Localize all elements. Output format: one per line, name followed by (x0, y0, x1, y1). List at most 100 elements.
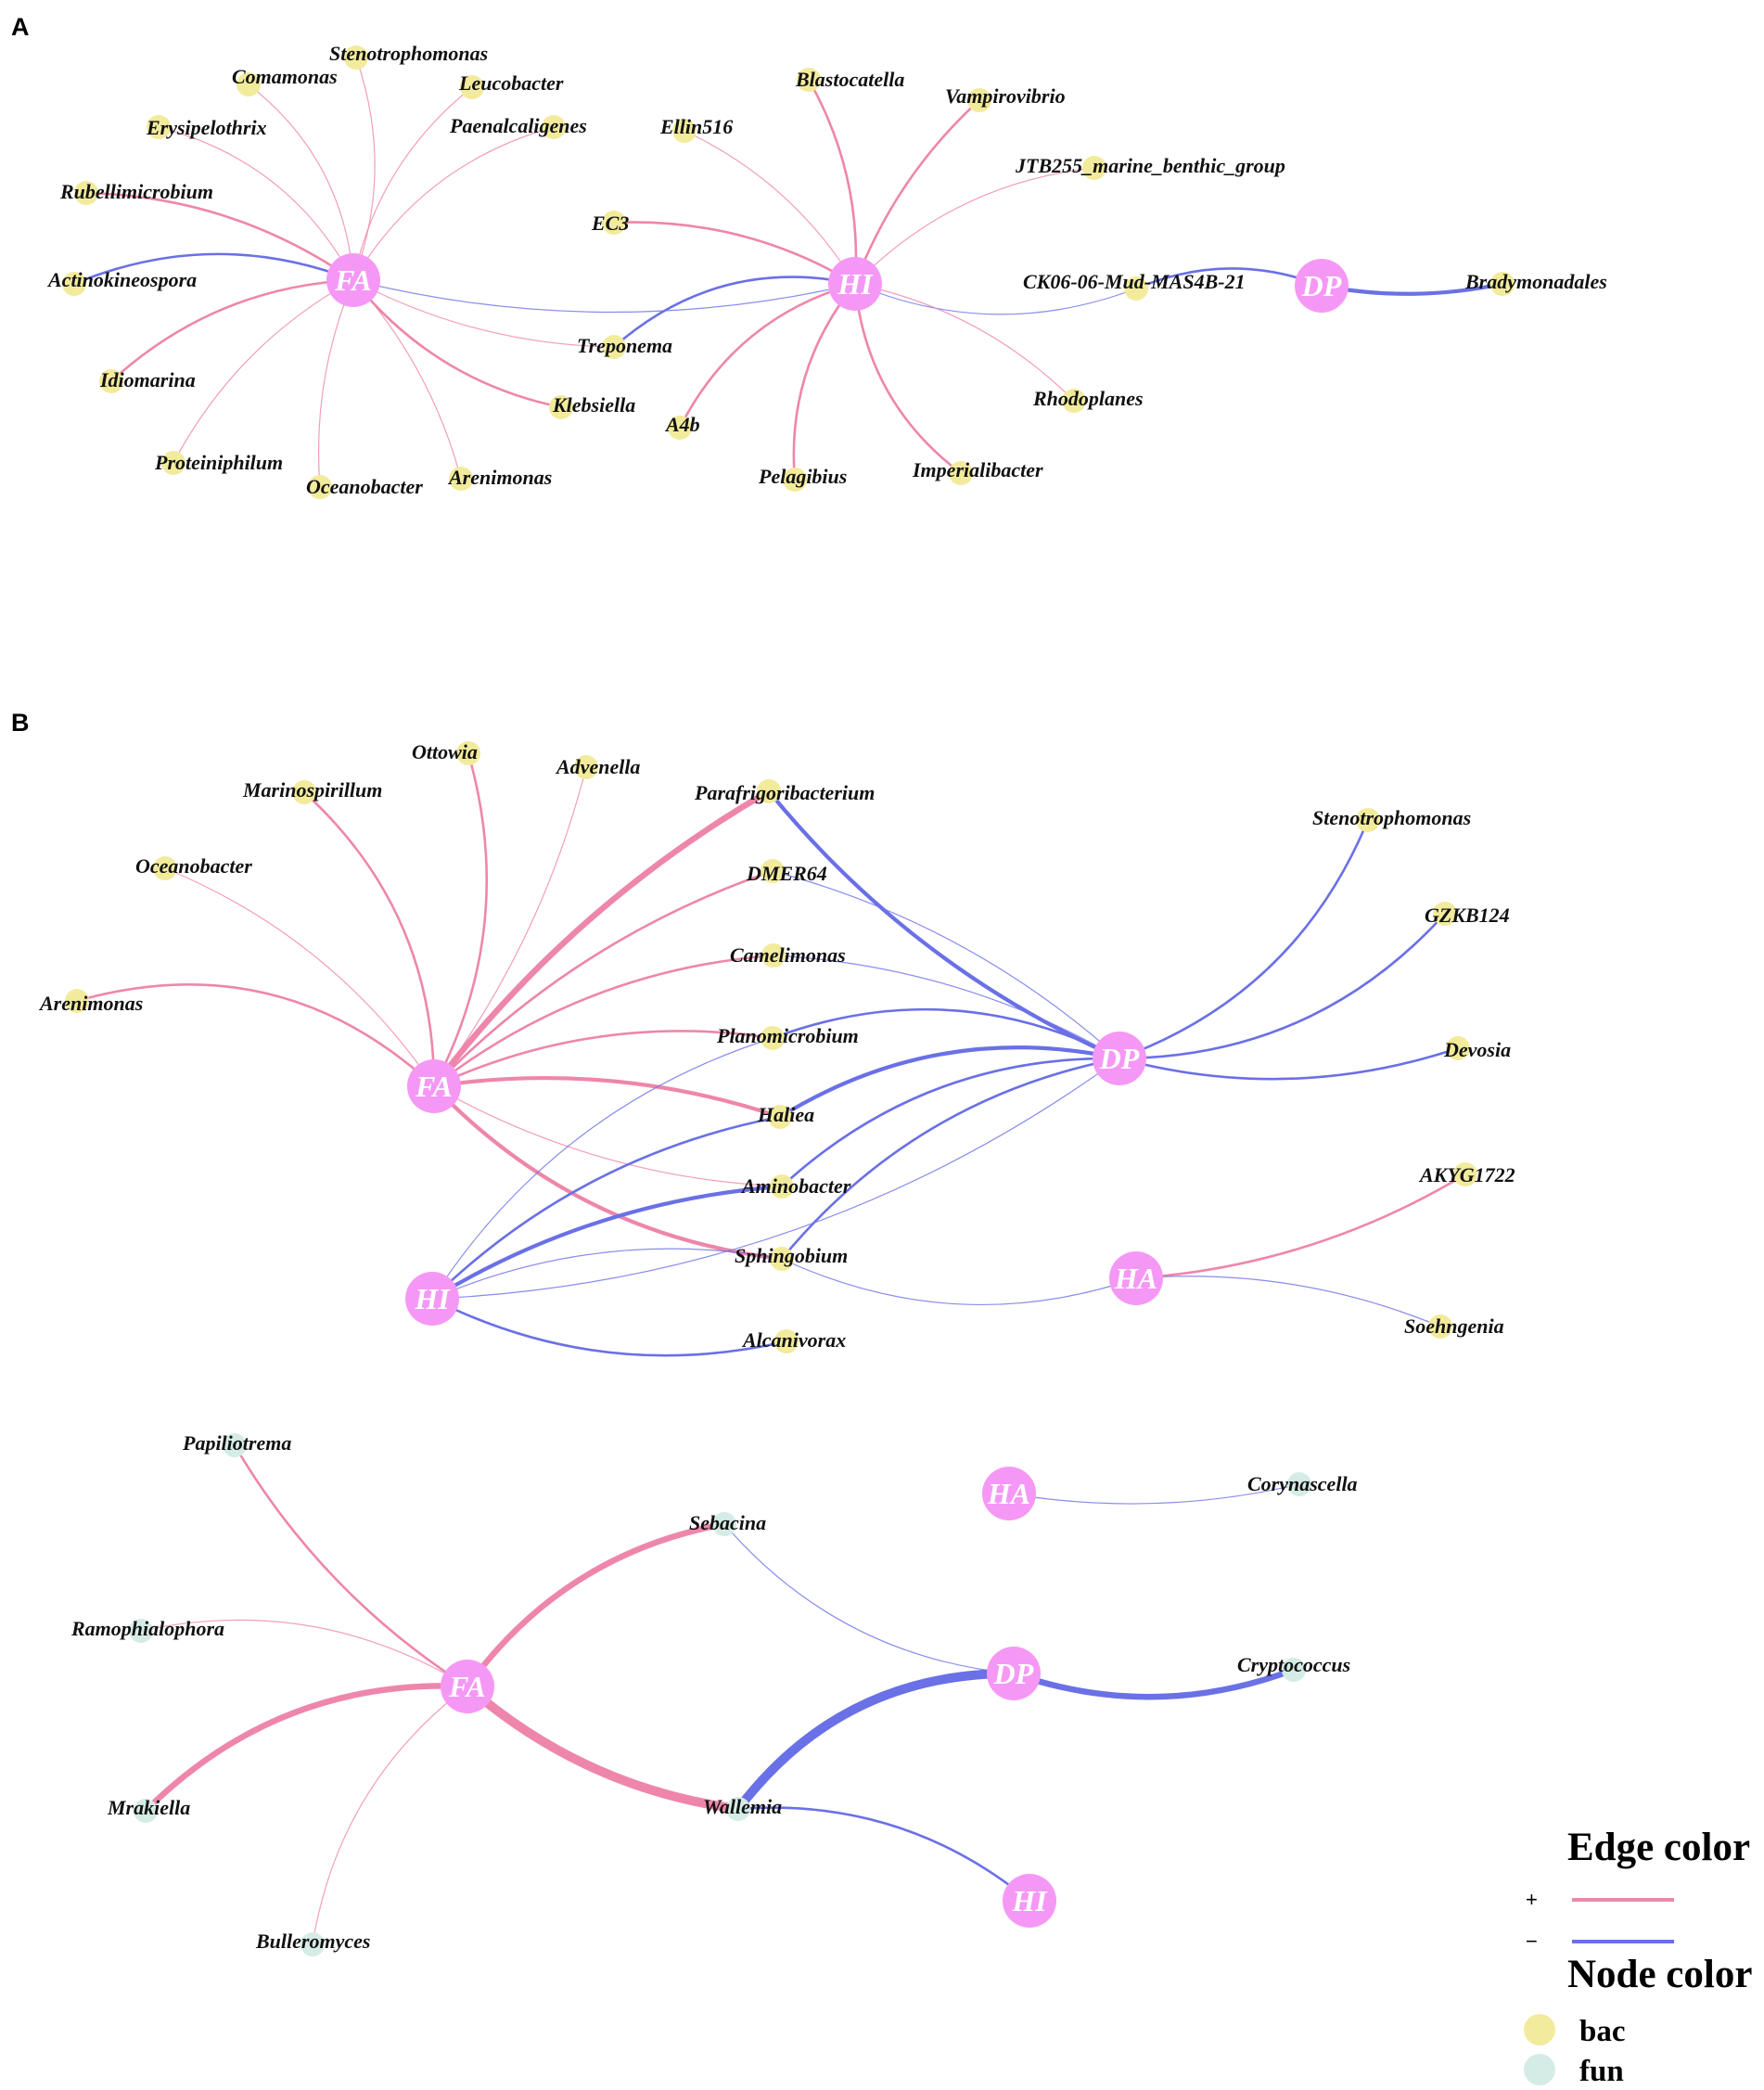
legend-node-swatch-fun (1524, 2054, 1555, 2085)
taxon-label-b10: Haliea (757, 1103, 814, 1126)
taxon-node-b16 (1446, 1036, 1470, 1060)
edge-a_hi-a23 (792, 282, 857, 481)
taxon-label-f7: Wallemia (703, 1795, 782, 1818)
taxon-node-a21 (1062, 389, 1086, 413)
taxon-node-a19 (1124, 276, 1148, 301)
taxon-label-a20: Bradymonadales (1464, 270, 1607, 293)
edge-b1_fa-b7 (432, 954, 775, 1088)
hub-label-b2_fa: FA (448, 1670, 486, 1703)
edge-b1_hi-b9 (431, 1037, 773, 1300)
taxon-node-f6 (134, 1799, 158, 1823)
edge-b2_dp-f2 (723, 1523, 1015, 1674)
taxon-node-a10 (308, 475, 332, 499)
taxon-node-f5 (1282, 1658, 1306, 1682)
edge-b2_fa-f2 (464, 1520, 728, 1690)
edge-a_fa-a9 (173, 279, 354, 464)
taxon-node-f8 (300, 1932, 325, 1956)
taxon-label-f2: Sebacina (689, 1511, 766, 1534)
taxon-node-a7 (62, 272, 86, 296)
taxon-label-a13: EC3 (591, 212, 629, 235)
taxon-label-a4: Erysipelothrix (146, 116, 267, 139)
edge-b1_ha-b18 (1135, 1276, 1441, 1327)
taxon-label-b15: GZKB124 (1425, 904, 1510, 927)
taxon-label-b7: Camelimonas (730, 943, 846, 967)
taxon-label-b13: Alcanivorax (741, 1328, 846, 1352)
taxon-label-a12: Klebsiella (552, 393, 635, 417)
taxon-node-b3 (292, 780, 316, 804)
edge-a_fa-a7 (72, 252, 355, 286)
taxon-node-f4 (129, 1619, 153, 1643)
edge-b1_dp-b6 (772, 870, 1120, 1059)
taxon-node-b10 (768, 1105, 792, 1129)
hub-label-b1_hi: HI (414, 1282, 451, 1315)
edges-layer (72, 57, 1505, 1945)
taxon-label-b9: Planomicrobium (716, 1024, 859, 1047)
hub-label-b2_dp: DP (993, 1657, 1034, 1690)
edge-b1_dp-b4 (766, 789, 1122, 1061)
edge-b1_dp-b14 (1118, 818, 1370, 1060)
edge-a_fa-a2 (248, 83, 354, 281)
taxon-label-a16: Vampirovibrio (945, 84, 1066, 108)
edge-a_fa-a8 (109, 278, 355, 383)
taxon-node-a14 (602, 335, 626, 359)
edge-a_fa-A_HI (352, 279, 856, 314)
edge-b2_fa-f8 (312, 1686, 468, 1945)
edge-b1_fa-b4 (430, 788, 773, 1090)
taxon-label-b14: Stenotrophomonas (1312, 806, 1471, 829)
edge-a_fa-a6 (84, 191, 355, 282)
taxon-node-b1 (456, 741, 480, 765)
hub-label-b1_fa: FA (415, 1070, 453, 1103)
taxon-label-b18: Soehngenia (1404, 1314, 1504, 1338)
legend-node-label-fun: fun (1579, 2055, 1624, 2088)
taxon-node-a15 (797, 68, 821, 92)
taxon-node-a16 (967, 88, 991, 112)
hub-label-a_hi: HI (837, 267, 874, 301)
edge-b1_dp-b10 (777, 1045, 1122, 1120)
hub-node-a_fa (326, 253, 380, 307)
taxon-label-a21: Rhodoplanes (1032, 387, 1144, 410)
taxon-node-a22 (668, 416, 692, 440)
edge-b2_dp-f7 (734, 1668, 1018, 1814)
edge-a_hi-a17 (684, 130, 856, 285)
edge-b1_ha-b17 (1134, 1173, 1467, 1280)
hub-node-b2_hi (1003, 1874, 1056, 1928)
hub-label-a_dp: DP (1301, 269, 1342, 302)
taxon-node-f2 (712, 1512, 736, 1536)
edge-b1_fa-b1 (432, 751, 489, 1088)
edge-b1_fa-b6 (432, 869, 774, 1088)
edge-a_hi-a18 (854, 167, 1095, 285)
hub-node-a_hi (828, 257, 882, 311)
edge-a_fa-a14 (352, 279, 615, 348)
taxon-node-a13 (602, 211, 626, 235)
edge-b1_fa-b9 (432, 1030, 774, 1088)
edge-b1_hi-b13 (430, 1297, 788, 1357)
taxon-node-b4 (757, 779, 781, 803)
taxon-node-a1 (344, 45, 368, 70)
taxon-node-f1 (223, 1433, 247, 1457)
taxon-node-a5 (542, 115, 566, 139)
taxon-label-b8: Arenimonas (38, 992, 143, 1015)
hub-label-b1_ha: HA (1114, 1262, 1157, 1295)
taxon-label-b17: AKYG1722 (1418, 1163, 1515, 1186)
taxon-label-b6: DMER64 (746, 862, 827, 885)
edge-b1_dp-b11 (780, 1057, 1121, 1188)
edge-b2_fa-f1 (233, 1443, 469, 1688)
taxon-node-b15 (1433, 902, 1457, 926)
edge-a_fa-a5 (352, 126, 555, 281)
hub-node-b2_fa (441, 1660, 494, 1713)
taxon-label-f3: Corynascella (1247, 1472, 1358, 1495)
edge-b1_dp-b12 (780, 1057, 1121, 1261)
edge-b1_dp-B1_HI (431, 1058, 1120, 1300)
edge-a_fa-a4 (158, 126, 354, 281)
taxon-label-a8: Idiomarina (99, 368, 196, 391)
taxon-label-f6: Mrakiella (107, 1796, 190, 1819)
taxon-node-a20 (1490, 272, 1515, 296)
taxon-label-a10: Oceanobacter (306, 475, 423, 498)
edge-b1_dp-b7 (773, 955, 1120, 1059)
taxon-node-a17 (672, 119, 697, 143)
taxon-label-b4: Parafrigoribacterium (694, 781, 875, 804)
hub-label-b1_dp: DP (1099, 1042, 1140, 1075)
